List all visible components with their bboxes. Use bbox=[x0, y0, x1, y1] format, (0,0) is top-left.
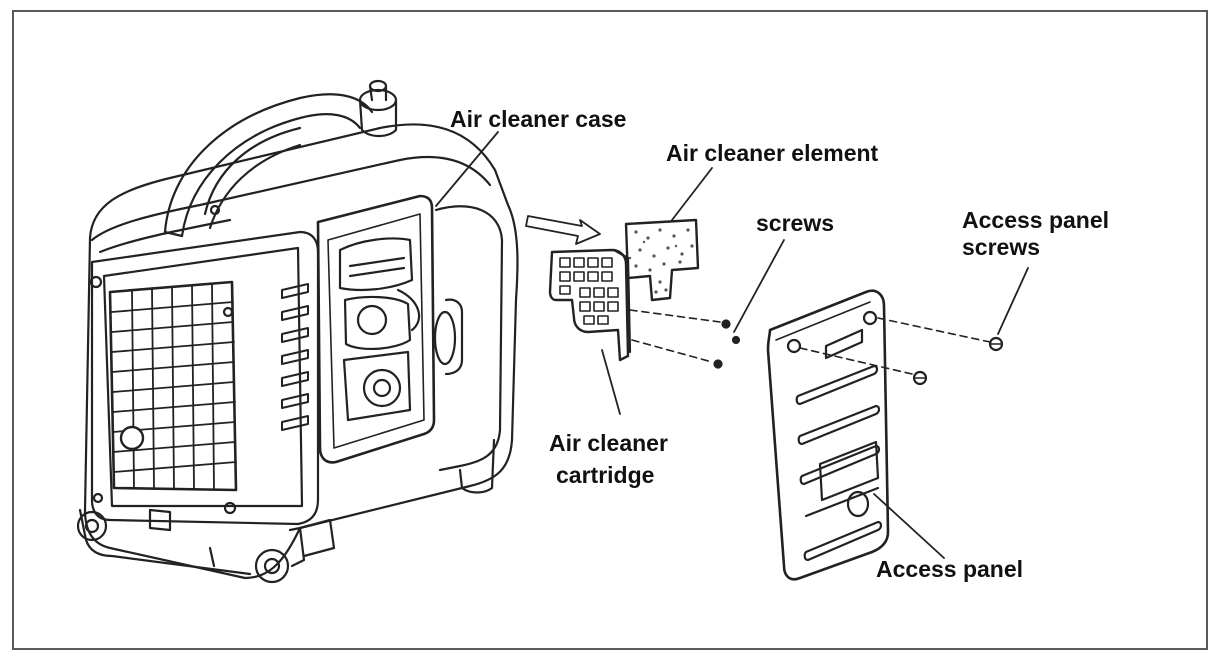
label-air-cleaner-element: Air cleaner element bbox=[666, 140, 879, 166]
fuel-cap bbox=[358, 79, 398, 138]
label-screws: screws bbox=[756, 210, 835, 236]
carry-handle bbox=[163, 93, 374, 238]
leader-lines bbox=[435, 131, 1029, 559]
label-access-panel-screws-line2: screws bbox=[962, 234, 1041, 260]
front-grille bbox=[108, 280, 238, 492]
label-access-panel-screws-line1: Access panel bbox=[962, 207, 1110, 233]
label-air-cleaner-case: Air cleaner case bbox=[450, 106, 627, 132]
engine-compartment bbox=[316, 194, 436, 464]
label-air-cleaner-cartridge-line2: cartridge bbox=[556, 462, 655, 488]
air-cleaner-cartridge bbox=[548, 248, 632, 362]
side-vents bbox=[281, 283, 309, 431]
air-cleaner-element bbox=[624, 218, 700, 302]
access-panel bbox=[766, 289, 890, 581]
cartridge-screws bbox=[629, 309, 741, 369]
access-panel-screws bbox=[799, 317, 1004, 386]
label-air-cleaner-cartridge-line1: Air cleaner bbox=[549, 430, 668, 456]
generator-body bbox=[76, 79, 519, 584]
label-access-panel: Access panel bbox=[876, 556, 1024, 582]
insertion-arrow bbox=[525, 215, 601, 245]
